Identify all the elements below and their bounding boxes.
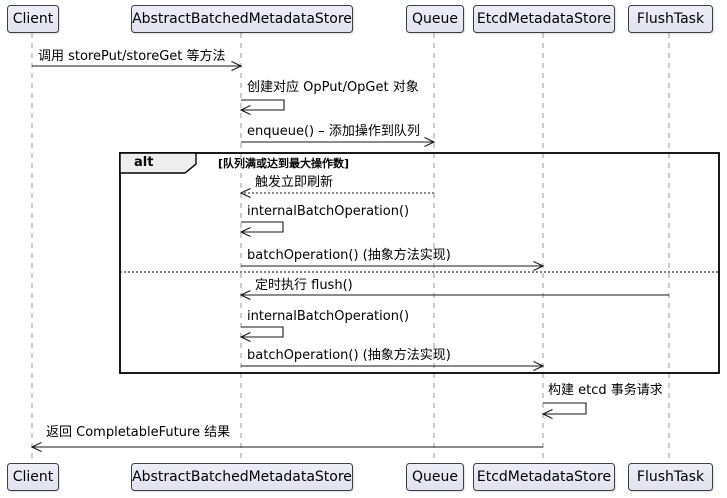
participant-bottom-etcdmetadatastore: EtcdMetadataStore: [473, 463, 615, 491]
arrowhead-m11: [30, 442, 42, 452]
alt-operator-tab: [119, 152, 197, 174]
arrowhead-m2: [239, 105, 251, 115]
participant-top-client: Client: [7, 5, 59, 33]
arrowhead-m5: [239, 227, 251, 237]
arrowhead-m10: [541, 409, 553, 419]
message-label-m8: internalBatchOperation(): [247, 309, 410, 324]
participant-bottom-client: Client: [7, 463, 59, 491]
arrowhead-m7: [239, 290, 251, 300]
message-label-m9: batchOperation() (抽象方法实现): [247, 348, 451, 363]
message-label-m4: 触发立即刷新: [255, 175, 334, 190]
participant-top-abstractbatchedmetadatastore: AbstractBatchedMetadataStore: [131, 5, 353, 33]
message-arrow-m10: [543, 402, 587, 415]
participant-top-etcdmetadatastore: EtcdMetadataStore: [473, 5, 615, 33]
message-arrow-m8: [241, 326, 284, 338]
participant-top-flushtask: FlushTask: [628, 5, 713, 33]
arrowhead-m3: [424, 137, 436, 147]
participant-top-queue: Queue: [406, 5, 464, 33]
alt-operator-label: alt: [134, 155, 154, 170]
message-label-m5: internalBatchOperation(): [247, 204, 410, 219]
message-label-m11: 返回 CompletableFuture 结果: [46, 425, 231, 440]
alt-frame: [119, 152, 720, 374]
participant-bottom-abstractbatchedmetadatastore: AbstractBatchedMetadataStore: [131, 463, 353, 491]
participant-bottom-flushtask: FlushTask: [628, 463, 713, 491]
message-label-m2: 创建对应 OpPut/OpGet 对象: [247, 80, 419, 95]
arrowhead-m4: [239, 188, 251, 198]
message-label-m6: batchOperation() (抽象方法实现): [247, 248, 451, 263]
arrowhead-m6: [533, 261, 545, 271]
message-label-m7: 定时执行 flush(): [255, 278, 353, 293]
message-arrow-m2: [241, 99, 285, 111]
message-label-m3: enqueue() – 添加操作到队列: [247, 124, 420, 139]
arrowhead-m9: [533, 361, 545, 371]
alt-condition-label: [队列满或达到最大操作数]: [218, 157, 350, 170]
message-label-m1: 调用 storePut/storeGet 等方法: [38, 49, 226, 64]
arrowhead-m8: [239, 332, 251, 342]
participant-bottom-queue: Queue: [406, 463, 464, 491]
message-label-m10: 构建 etcd 事务请求: [548, 383, 663, 398]
arrowhead-m1: [231, 61, 243, 71]
message-arrow-m5: [241, 221, 284, 233]
